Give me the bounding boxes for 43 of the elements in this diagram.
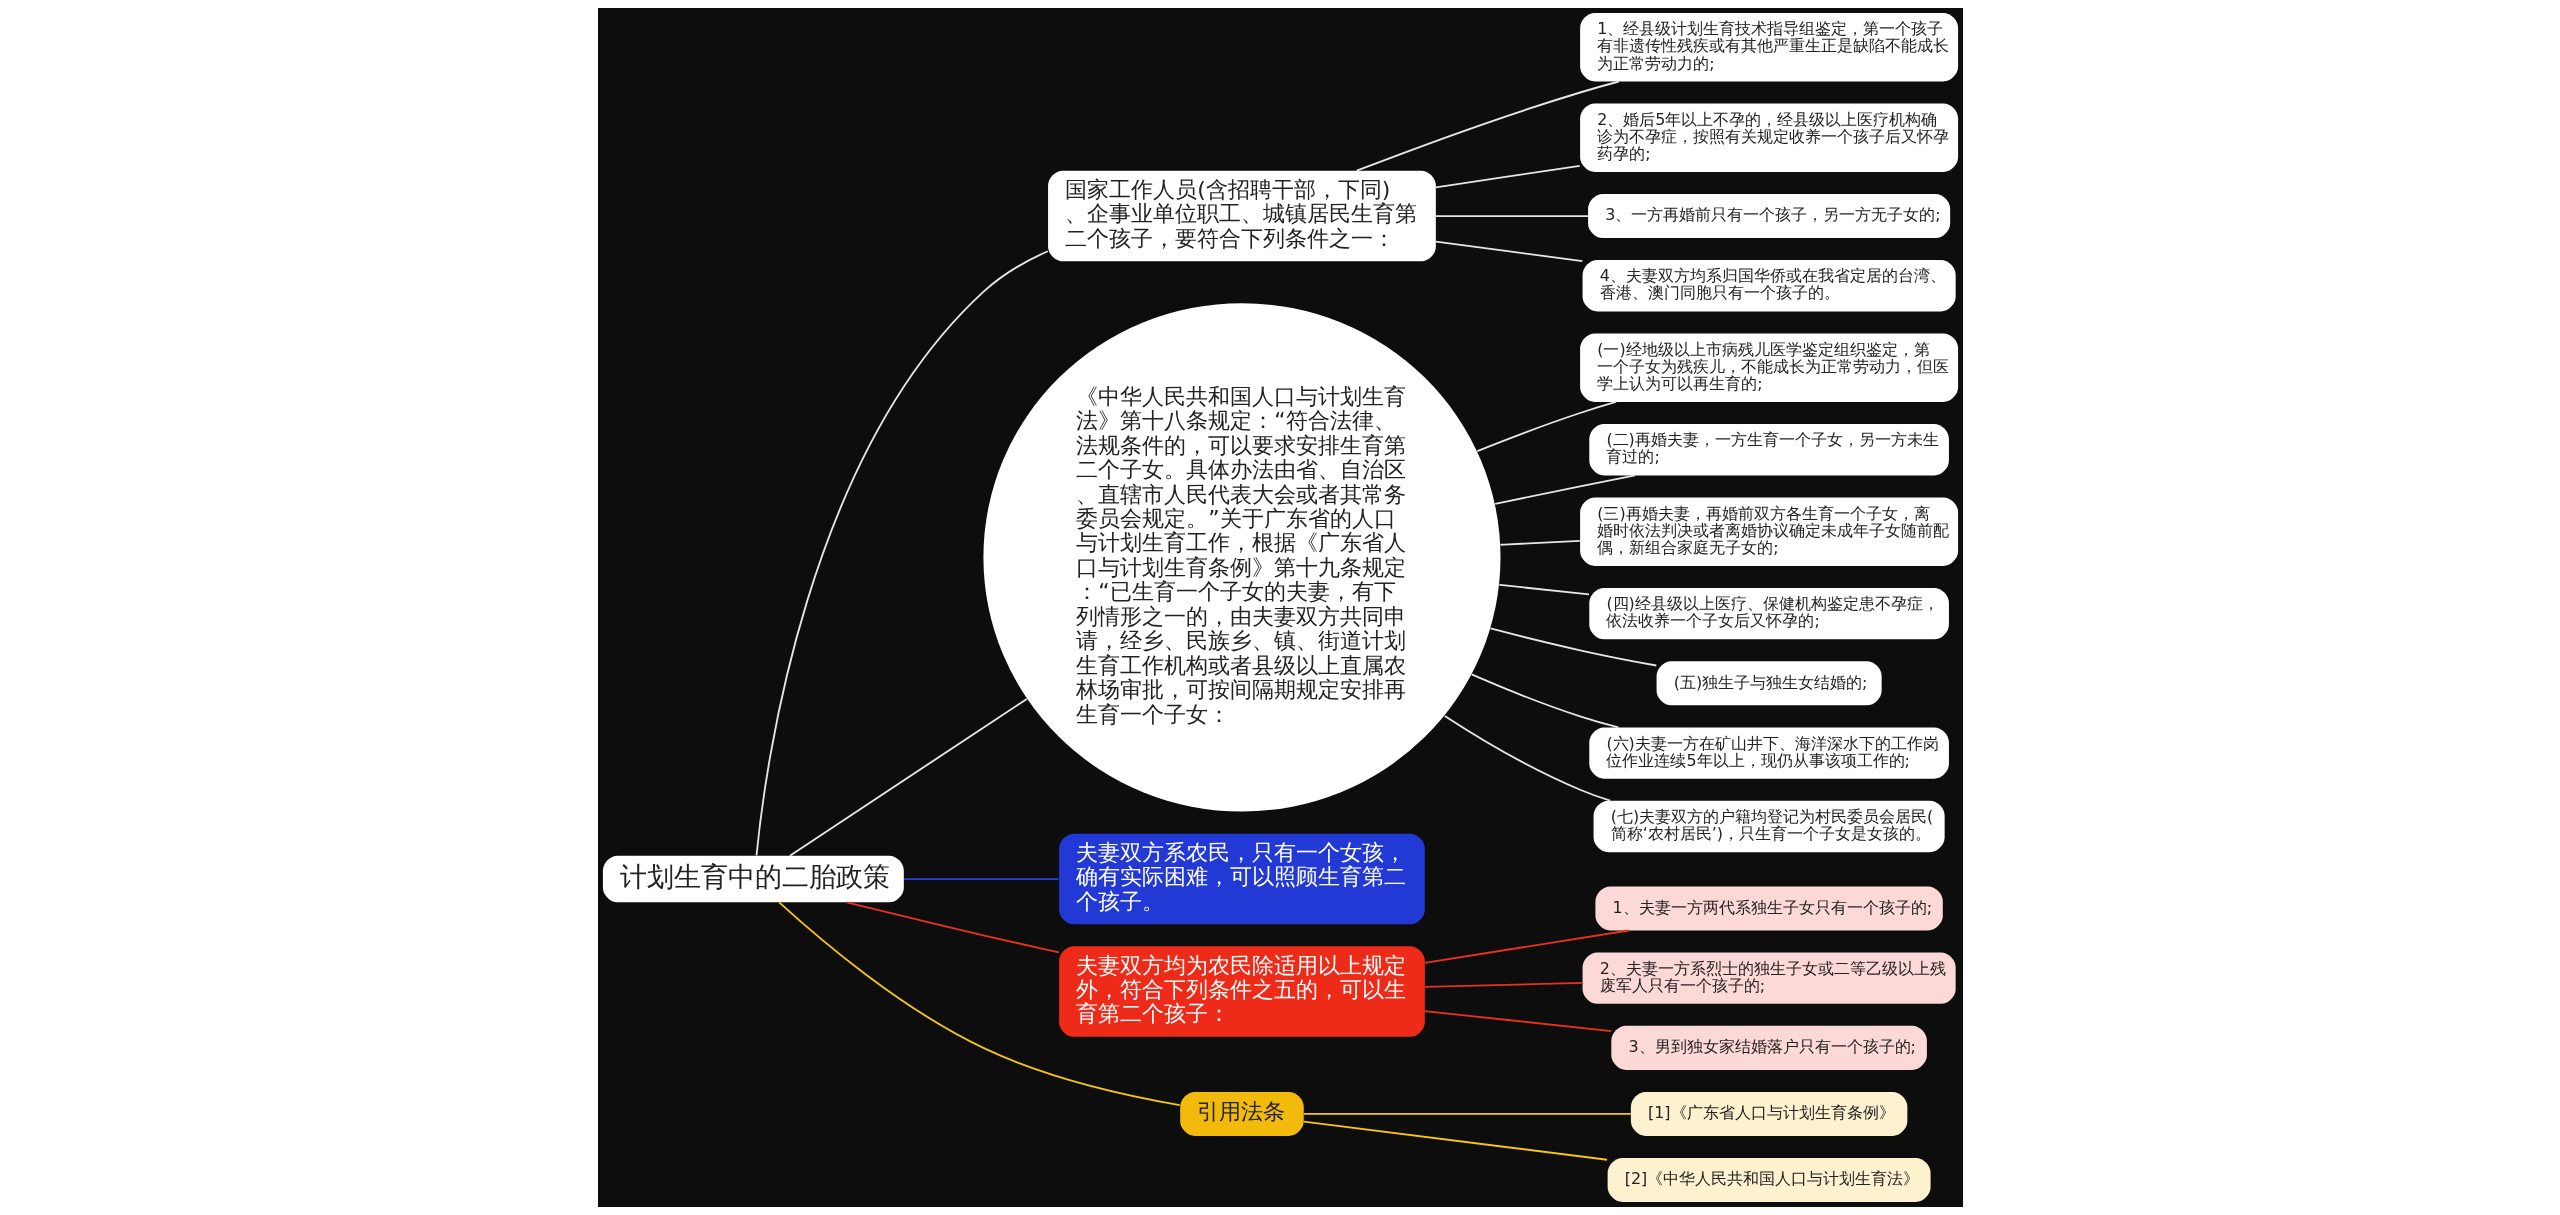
connector [1423,982,1583,988]
connector [777,901,1181,1106]
node-box: 3、男到独女家结婚落户只有一个孩子的; [1610,1025,1927,1070]
node-box: (五)独生子与独生女结婚的; [1656,661,1882,706]
node-box: (一)经地级以上市病残儿医学鉴定组织鉴定，第一个子女为残疾儿，不能成长为正常劳动力，但医学上认为可以再生育的; [1579,333,1958,402]
connector [1499,539,1581,546]
connector [1470,673,1619,729]
node-box: 1、经县级计划生育技术指导组鉴定，第一个孩子有非遗传性残疾或有其他严重生正是缺陷不能成长为正常劳动力的; [1579,13,1958,82]
connector [1443,715,1611,802]
connector [1493,474,1636,505]
node-box: (三)再婚夫妻，再婚前双方各生育一个子女，离婚时依法判决或者离婚协议确定未成年子女随前配偶，新组合家庭无子女的; [1579,497,1958,566]
connector [1434,240,1583,263]
node-box: 计划生育中的二胎政策 [602,855,904,903]
connector [1302,1113,1632,1115]
node-box: 3、一方再婚前只有一个孩子，另一方无子女的; [1587,194,1950,239]
connector [1302,1120,1608,1161]
node-box: [2]《中华人民共和国人口与计划生育法》 [1607,1158,1931,1202]
connector [1423,1010,1612,1032]
connector [1475,401,1617,452]
node-circle: 《中华人民共和国人口与计划生育法》第十八条规定：“符合法律、法规条件的，可以要求安排生育第二个子女。具体办法由省、自治区、直辖市人民代表大会或者其常务委员会规定。”关于广东省的人口与计划生育工作，根据《广东省人口与计划生育条例》第十九条规定：“已生育一个子女的夫妻，有下列情形之一的，由夫妻双方共同申请，经乡、民族乡、镇、街道计划生育工作机构或者县级以上直属农林场审批，可按间隔期规定安排再生育一个子女： [982,303,1500,812]
node-box: (七)夫妻双方的户籍均登记为村民委员会居民(简称‘农村居民’)，只生育一个子女是女孩的。 [1593,800,1945,853]
connector [1355,80,1620,172]
connector [1434,215,1589,217]
node-box: (六)夫妻一方在矿山井下、海洋深水下的工作岗位作业连续5年以上，现仍从事该项工作的; [1588,727,1949,779]
node-box: [1]《广东省人口与计划生育条例》 [1630,1091,1907,1136]
node-box: 4、夫妻双方均系归国华侨或在我省定居的台湾、香港、澳门同胞只有一个孩子的。 [1582,260,1956,312]
connector [1423,929,1629,964]
node-box: 1、夫妻一方两代系独生子女只有一个孩子的; [1594,886,1943,931]
connector [902,878,1060,880]
connector [1434,164,1581,189]
node-box: (二)再婚夫妻，一方生育一个子女，另一方未生育过的; [1588,424,1949,476]
node-box: (四)经县级以上医疗、保健机构鉴定患不孕症，依法收养一个子女后又怀孕的; [1588,587,1949,640]
node-box: 2、婚后5年以上不孕的，经县级以上医疗机构确诊为不孕症，按照有关规定收养一个孩子后又怀孕药孕的; [1579,103,1958,172]
node-box: 夫妻双方系农民，只有一个女孩，确有实际困难，可以照顾生育第二个孩子。 [1058,833,1425,925]
connector [845,901,1060,954]
connector [1497,583,1590,596]
connector [788,697,1028,857]
node-box: 国家工作人员(含招聘干部，下同)、企事业单位职工、城镇居民生育第二个孩子，要符合下列条件之一： [1047,170,1436,262]
connector [1489,627,1657,667]
node-box: 引用法条 [1179,1091,1304,1136]
node-box: 2、夫妻一方系烈士的独生子女或二等乙级以上残废军人只有一个孩子的; [1582,952,1956,1004]
node-box: 夫妻双方均为农民除适用以上规定外，符合下列条件之五的，可以生育第二个孩子： [1058,946,1425,1037]
connector [755,250,1049,857]
